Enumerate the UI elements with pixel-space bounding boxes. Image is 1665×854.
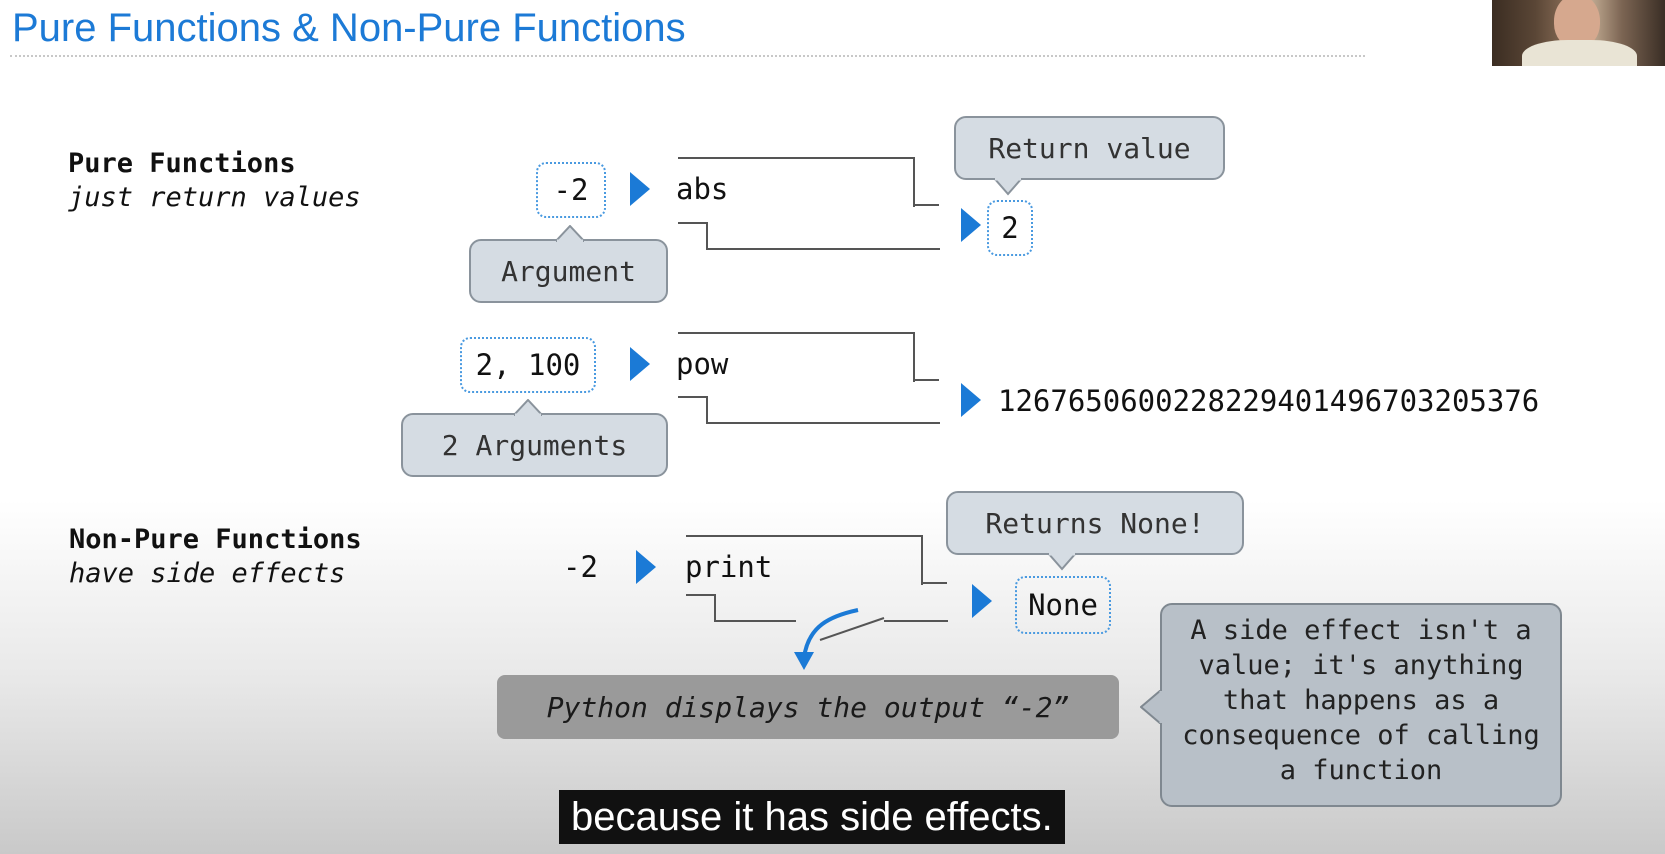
presenter-webcam	[1492, 0, 1665, 66]
pow-function-wire-bottom-tail	[706, 422, 940, 424]
return-value-callout: Return value	[954, 116, 1225, 180]
pow-function-wire-bottom	[678, 396, 708, 424]
abs-function-wire-bottom	[678, 222, 708, 250]
print-function-wire-top	[686, 535, 923, 585]
pure-functions-heading: Pure Functions	[68, 148, 296, 179]
print-function-wire-top-tail	[921, 582, 947, 584]
abs-function-wire-top	[678, 157, 915, 207]
return-value-callout-pointer	[994, 178, 1022, 196]
side-effect-callout: A side effect isn't a value; it's anythi…	[1160, 603, 1562, 807]
pow-function-wire-top	[678, 332, 915, 382]
returns-none-callout-pointer	[1048, 553, 1076, 571]
triangle-right-icon	[636, 550, 656, 584]
triangle-right-icon	[961, 208, 981, 242]
pow-function-name: pow	[676, 347, 729, 381]
curved-arrow-down-icon	[794, 608, 885, 670]
title-divider	[10, 55, 1365, 57]
print-function-wire-bottom-left	[714, 620, 796, 622]
python-output-display: Python displays the output “-2”	[497, 675, 1119, 739]
video-caption: because it has side effects.	[559, 790, 1065, 844]
abs-argument-box: -2	[536, 162, 606, 218]
non-pure-functions-subheading: have side effects	[69, 558, 346, 589]
two-arguments-callout-pointer	[514, 399, 542, 416]
pow-return-value: 1267650600228229401496703205376	[998, 384, 1540, 418]
print-argument: -2	[563, 550, 598, 584]
abs-function-wire-bottom-tail	[706, 248, 940, 250]
abs-return-box: 2	[987, 200, 1033, 256]
triangle-right-icon	[972, 584, 992, 618]
print-function-wire-bottom	[686, 594, 716, 622]
argument-callout: Argument	[469, 239, 668, 303]
abs-function-name: abs	[676, 172, 729, 206]
print-function-wire-bottom-right	[884, 620, 948, 622]
print-function-name: print	[685, 550, 773, 584]
slide-title: Pure Functions & Non-Pure Functions	[12, 6, 686, 50]
print-return-box: None	[1015, 576, 1111, 634]
argument-callout-pointer	[556, 225, 584, 242]
pure-functions-subheading: just return values	[68, 182, 361, 213]
triangle-right-icon	[630, 172, 650, 206]
triangle-right-icon	[630, 347, 650, 381]
abs-function-wire-top-tail	[913, 204, 939, 206]
triangle-right-icon	[961, 383, 981, 417]
two-arguments-callout: 2 Arguments	[401, 413, 668, 477]
side-effect-callout-pointer	[1140, 690, 1162, 724]
returns-none-callout: Returns None!	[946, 491, 1244, 555]
non-pure-functions-heading: Non-Pure Functions	[69, 524, 362, 555]
pow-arguments-box: 2, 100	[460, 337, 596, 393]
pow-function-wire-top-tail	[913, 379, 939, 381]
